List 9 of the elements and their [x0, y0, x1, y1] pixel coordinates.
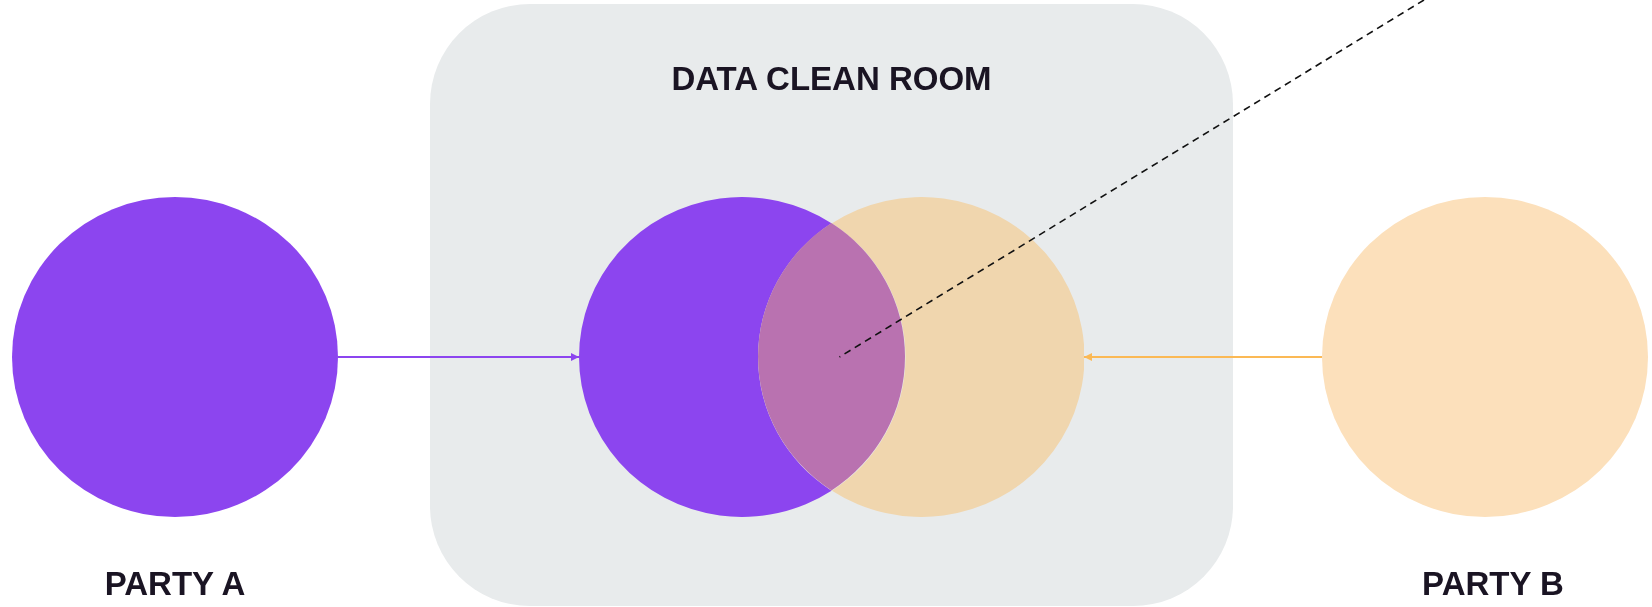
venn-crescent: [831, 197, 1084, 517]
leader-line: [838, 0, 1425, 358]
panel-title: DATA CLEAN ROOM: [671, 60, 992, 98]
arrow: [337, 353, 580, 361]
party-label: PARTY A: [104, 565, 246, 603]
clean-room-panel: [430, 4, 1233, 606]
venn-crescent: [579, 197, 832, 517]
arrow: [1083, 353, 1323, 361]
party-label: PARTY B: [1422, 565, 1564, 603]
